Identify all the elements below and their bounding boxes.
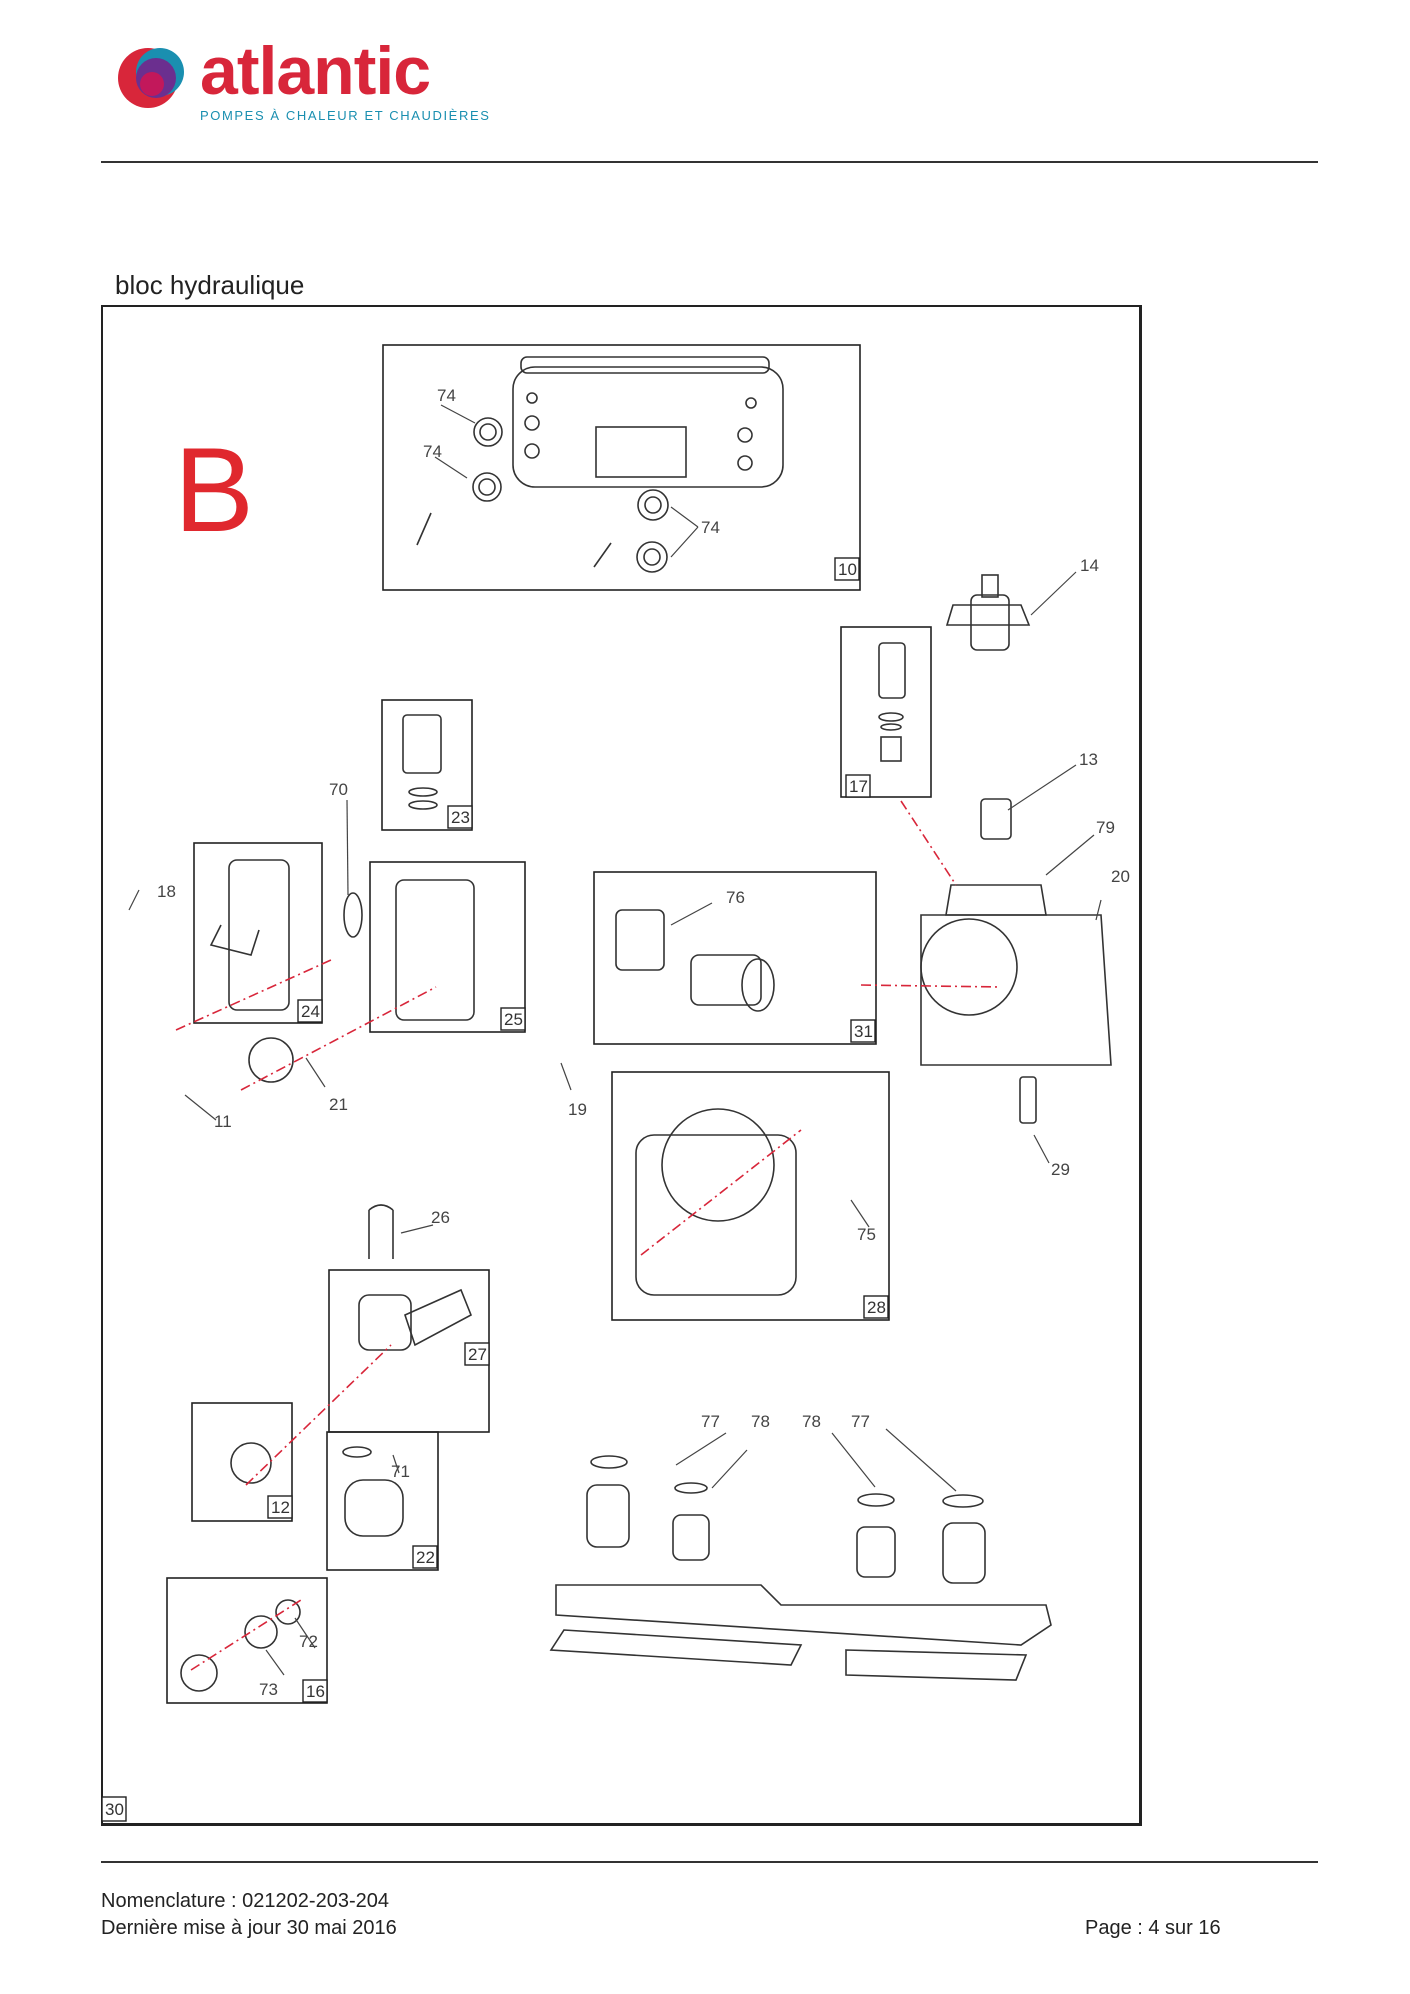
- part-label-78: 78: [751, 1412, 770, 1431]
- part-label-18: 18: [157, 882, 176, 901]
- part-label-14: 14: [1080, 556, 1099, 575]
- box-number-frame: [845, 774, 871, 798]
- box-23: [381, 699, 473, 831]
- brand-tagline: POMPES À CHALEUR ET CHAUDIÈRES: [200, 108, 491, 123]
- box-number-25: 25: [504, 1010, 523, 1029]
- box-16: [166, 1577, 328, 1704]
- leader-lines: [128, 404, 1102, 1676]
- nomenclature-text: Nomenclature : 021202-203-204: [101, 1890, 389, 1912]
- part-label-75: 75: [857, 1225, 876, 1244]
- box-number-frame: [412, 1545, 438, 1569]
- box-number-22: 22: [416, 1548, 435, 1567]
- part-label-13: 13: [1079, 750, 1098, 769]
- part-label-79: 79: [1096, 818, 1115, 837]
- part-label-71: 71: [391, 1462, 410, 1481]
- box-number-frame: [834, 557, 860, 581]
- footer-divider: [101, 1861, 1318, 1863]
- part-label-74: 74: [701, 518, 720, 537]
- frame-number: 30: [105, 1800, 124, 1819]
- section-title: bloc hydraulique: [115, 270, 305, 300]
- plate-heat-exchanger: [416, 356, 784, 573]
- part-label-74: 74: [423, 442, 442, 461]
- box-number-frame: [500, 1007, 526, 1031]
- frame-number-box: [101, 1796, 127, 1822]
- header-divider: [101, 161, 1318, 163]
- part-label-76: 76: [726, 888, 745, 907]
- box-31: [593, 871, 877, 1045]
- box-number-10: 10: [838, 560, 857, 579]
- part-label-21: 21: [329, 1095, 348, 1114]
- brand-name: atlantic: [200, 33, 431, 109]
- box-number-frame: [267, 1495, 293, 1519]
- assembly-axes: [175, 800, 1002, 1671]
- box-number-frame: [447, 805, 473, 829]
- box-number-17: 17: [849, 777, 868, 796]
- part-label-73: 73: [259, 1680, 278, 1699]
- box-10: [382, 344, 861, 591]
- box-22: [326, 1431, 439, 1571]
- atlantic-logo: atlantic POMPES À CHALEUR ET CHAUDIÈRES: [112, 33, 492, 128]
- box-12: [191, 1402, 293, 1522]
- box-number-frame: [464, 1342, 490, 1366]
- logo-mark-icon: [118, 48, 184, 108]
- part-label-74: 74: [437, 386, 456, 405]
- part-number-labels: 74 74 74 14 13 79 20 70 18 76 11 21 19 29 26 75 77 78 78 77…: [157, 386, 1130, 1699]
- page-number-text: Page : 4 sur 16: [1085, 1917, 1221, 1939]
- box-17: [840, 626, 932, 798]
- part-label-29: 29: [1051, 1160, 1070, 1179]
- box-number-12: 12: [271, 1498, 290, 1517]
- part-label-78: 78: [802, 1412, 821, 1431]
- part-label-77: 77: [701, 1412, 720, 1431]
- box-number-frame: [850, 1019, 876, 1043]
- variant-letter: B: [174, 423, 255, 557]
- part-label-11: 11: [214, 1112, 232, 1131]
- last-update-text: Dernière mise à jour 30 mai 2016: [101, 1917, 397, 1939]
- hydraulic-components: [180, 574, 1112, 1692]
- box-number-frame: [863, 1295, 889, 1319]
- part-label-19: 19: [568, 1100, 587, 1119]
- diagram-frame: [101, 305, 1142, 1826]
- box-number-31: 31: [854, 1022, 873, 1041]
- part-label-70: 70: [329, 780, 348, 799]
- box-28: [611, 1071, 890, 1321]
- part-label-26: 26: [431, 1208, 450, 1227]
- box-number-frame: [297, 999, 323, 1023]
- box-number-28: 28: [867, 1298, 886, 1317]
- box-number-labels: 10 17 23 24 25 31 28 27 12 22 16 30: [101, 557, 889, 1822]
- box-number-16: 16: [306, 1682, 325, 1701]
- box-24: [193, 842, 323, 1024]
- box-number-24: 24: [301, 1002, 320, 1021]
- box-25: [369, 861, 526, 1033]
- box-number-27: 27: [468, 1345, 487, 1364]
- part-label-20: 20: [1111, 867, 1130, 886]
- part-label-72: 72: [299, 1632, 318, 1651]
- box-number-23: 23: [451, 808, 470, 827]
- part-label-77: 77: [851, 1412, 870, 1431]
- box-number-frame: [302, 1679, 328, 1703]
